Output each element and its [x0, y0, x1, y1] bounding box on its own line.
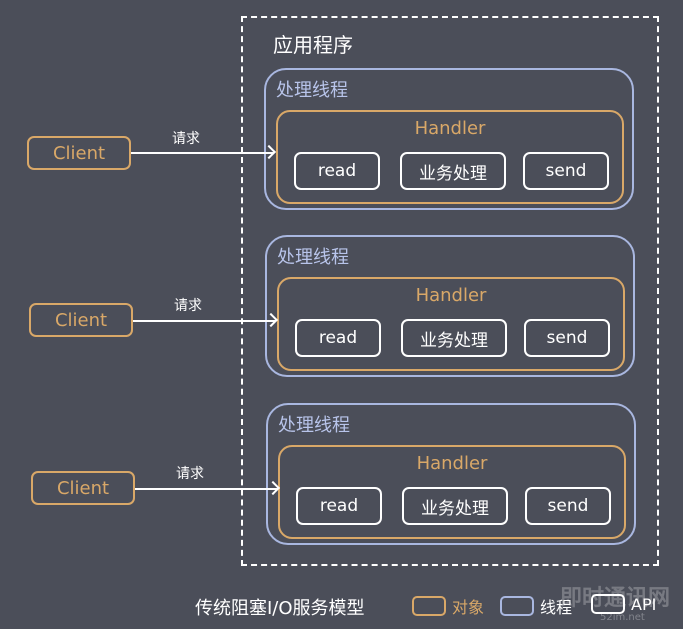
request-label: 请求	[176, 466, 204, 482]
application-title: 应用程序	[273, 33, 353, 57]
thread-box: 处理线程 Handler read 业务处理 send	[265, 235, 635, 377]
request-arrow	[131, 152, 274, 154]
api-business: 业务处理	[400, 152, 506, 190]
thread-box: 处理线程 Handler read 业务处理 send	[266, 403, 636, 545]
handler-box: Handler read 业务处理 send	[277, 277, 625, 371]
handler-box: Handler read 业务处理 send	[276, 110, 624, 204]
client-box: Client	[27, 136, 131, 170]
api-business: 业务处理	[401, 319, 507, 357]
request-arrow	[135, 488, 278, 490]
request-label: 请求	[174, 298, 202, 314]
thread-label: 处理线程	[277, 247, 349, 268]
legend-swatch-object	[412, 596, 446, 616]
legend-api: API	[591, 594, 656, 614]
legend-label: 对象	[452, 598, 485, 617]
api-read: read	[294, 152, 380, 190]
api-send: send	[523, 152, 609, 190]
api-send: send	[524, 319, 610, 357]
thread-box: 处理线程 Handler read 业务处理 send	[264, 68, 634, 210]
legend-label: 线程	[540, 598, 573, 617]
thread-label: 处理线程	[278, 415, 350, 436]
legend-swatch-api	[591, 594, 625, 614]
api-send: send	[525, 487, 611, 525]
api-read: read	[296, 487, 382, 525]
api-business: 业务处理	[402, 487, 508, 525]
request-arrow	[133, 320, 276, 322]
handler-label: Handler	[416, 453, 488, 474]
legend-thread: 线程	[500, 594, 572, 618]
request-label: 请求	[172, 131, 200, 147]
handler-box: Handler read 业务处理 send	[278, 445, 626, 539]
handler-label: Handler	[415, 285, 487, 306]
watermark-logo: 即时通讯网	[560, 586, 671, 611]
client-box: Client	[29, 303, 133, 337]
thread-label: 处理线程	[276, 80, 348, 101]
legend-object: 对象	[412, 594, 484, 618]
watermark-url: 52im.net	[600, 612, 645, 623]
api-read: read	[295, 319, 381, 357]
application-boundary	[241, 16, 659, 566]
handler-label: Handler	[414, 118, 486, 139]
legend-swatch-thread	[500, 596, 534, 616]
diagram-caption: 传统阻塞I/O服务模型	[195, 598, 365, 619]
legend-label: API	[631, 594, 657, 614]
client-box: Client	[31, 471, 135, 505]
